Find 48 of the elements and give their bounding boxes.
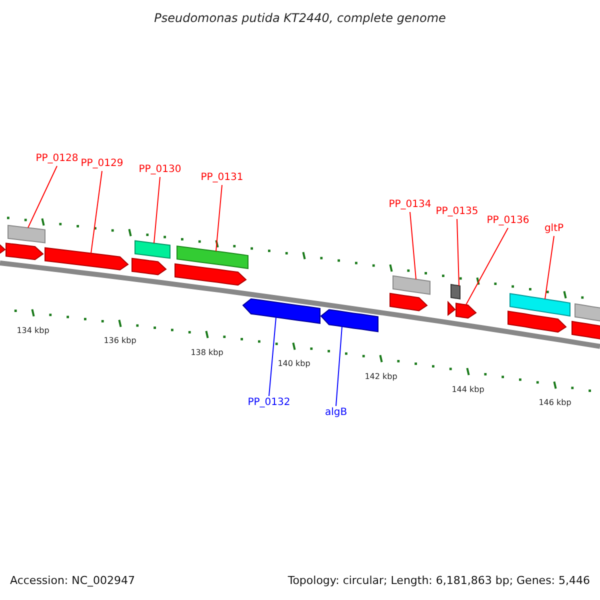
gene-feature (242, 298, 320, 324)
gene-block (510, 293, 570, 317)
gene-label: PP_0131 (200, 172, 244, 184)
footer-text: Accession: NC_002947 (10, 575, 136, 587)
gene-block (392, 275, 430, 295)
leader-line (216, 184, 222, 252)
scale-label: 144 kbp (452, 384, 484, 396)
leader-line (466, 228, 508, 306)
leader-line (90, 170, 102, 254)
gene-label: algB (324, 407, 348, 419)
scale-label: 138 kbp (190, 346, 224, 359)
gene-feature (456, 302, 477, 319)
leader-line (268, 316, 276, 396)
gene-feature (132, 258, 167, 276)
footer-text: Topology: circular; Length: 6,181,863 bp; Genes: 5,446 (288, 575, 590, 587)
gene-feature (6, 242, 44, 260)
gene-label: PP_0135 (436, 206, 478, 218)
leader-line (410, 212, 416, 280)
scale-label: 142 kbp (364, 370, 398, 383)
leader-line (544, 236, 554, 300)
leader-line (154, 176, 160, 244)
gene-label: PP_0129 (80, 158, 124, 170)
gene-feature (44, 247, 129, 270)
gene-feature (508, 310, 567, 333)
leader-line (28, 166, 58, 228)
gene-label: PP_0132 (248, 397, 290, 409)
scale-label: 140 kbp (278, 358, 310, 370)
gene-feature (174, 263, 247, 286)
gene-label: PP_0136 (486, 215, 530, 227)
gene-block (134, 240, 170, 259)
gene-feature (448, 302, 456, 316)
gene-label: PP_0130 (138, 164, 182, 176)
gene-block (8, 224, 46, 244)
gene-label: gltP (544, 223, 564, 235)
gene-label: PP_0128 (36, 153, 78, 165)
title: Pseudomonas putida KT2440, complete genome (154, 12, 446, 24)
gene-feature (320, 309, 378, 332)
gene-feature (572, 320, 600, 340)
gene-block (176, 246, 248, 270)
leader-line (456, 218, 460, 286)
scale-label: 136 kbp (104, 335, 136, 348)
gene-label: PP_0134 (388, 199, 432, 211)
scale-label: 134 kbp (16, 324, 50, 337)
gene-block (450, 284, 460, 300)
scale-label: 146 kbp (538, 397, 572, 410)
gene-block (574, 303, 600, 324)
leader-line (336, 326, 342, 406)
gene-feature (390, 292, 428, 312)
